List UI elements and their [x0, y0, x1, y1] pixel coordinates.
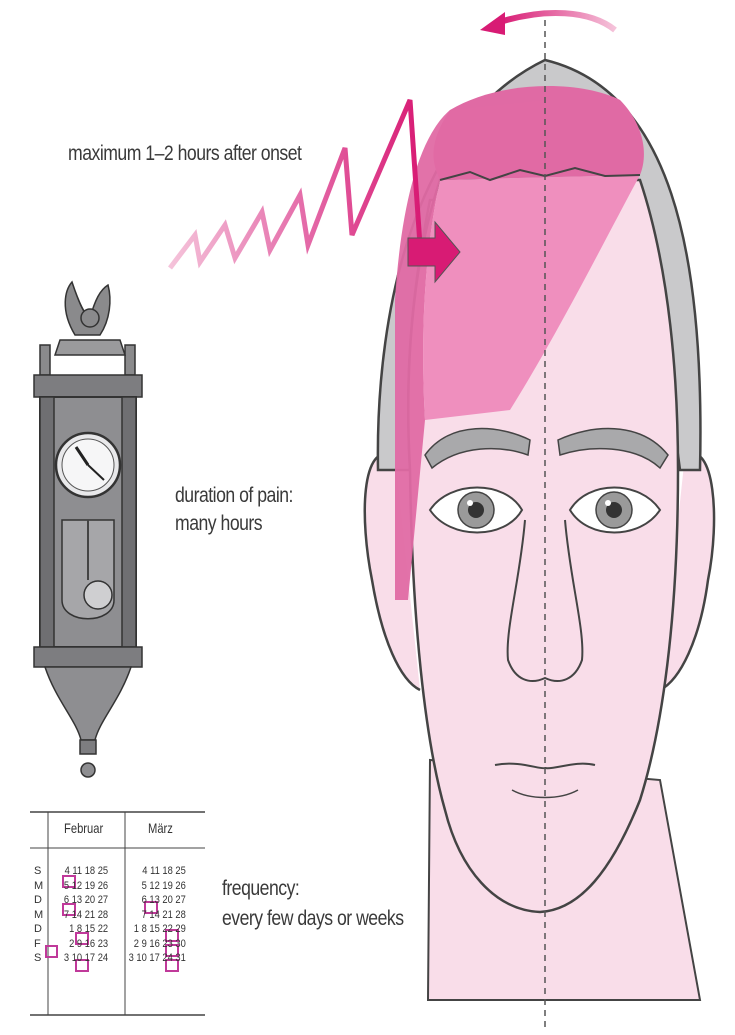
- calendar-row: 3 10 17 24 31: [128, 951, 186, 966]
- calendar-weekdays: S M D M D F S: [34, 864, 46, 966]
- calendar-row: 4 11 18 25: [52, 864, 108, 879]
- weekday-label: F: [34, 937, 46, 952]
- calendar-row: 6 13 20 27: [128, 893, 186, 908]
- duration-label-line2: many hours: [175, 510, 293, 538]
- weekday-label: D: [34, 922, 46, 937]
- calendar-row: 2 9 16 23: [52, 937, 108, 952]
- frequency-label-line1: frequency:: [222, 874, 404, 904]
- lightning-arrow-icon: [170, 100, 420, 268]
- weekday-label: S: [34, 864, 46, 879]
- calendar-month1: Februar: [64, 820, 103, 836]
- curved-arrow-icon: [500, 13, 615, 30]
- duration-label: duration of pain: many hours: [175, 482, 293, 538]
- onset-label: maximum 1–2 hours after onset: [68, 142, 301, 166]
- frequency-label: frequency: every few days or weeks: [222, 874, 404, 934]
- calendar-row: 4 11 18 25: [128, 864, 186, 879]
- calendar-row: 1 8 15 22: [52, 922, 108, 937]
- calendar-row: 5 12 19 26: [128, 879, 186, 894]
- calendar-row: 1 8 15 22 29: [128, 922, 186, 937]
- weekday-label: D: [34, 893, 46, 908]
- duration-label-line1: duration of pain:: [175, 482, 293, 510]
- frequency-label-line2: every few days or weeks: [222, 904, 404, 934]
- calendar-row: 3 10 17 24: [52, 951, 108, 966]
- calendar-row: 6 13 20 27: [52, 893, 108, 908]
- weekday-label: M: [34, 908, 46, 923]
- calendar-month2: März: [148, 820, 173, 836]
- calendar-row: 2 9 16 23 30: [128, 937, 186, 952]
- calendar-row: 7 14 21 28: [52, 908, 108, 923]
- calendar-month1-days: 4 11 18 25 5 12 19 26 6 13 20 27 7 14 21…: [52, 864, 108, 966]
- calendar-month2-days: 4 11 18 25 5 12 19 26 6 13 20 27 7 14 21…: [128, 864, 186, 966]
- calendar-row: 7 14 21 28: [128, 908, 186, 923]
- weekday-label: M: [34, 879, 46, 894]
- calendar-row: 5 12 19 26: [52, 879, 108, 894]
- weekday-label: S: [34, 951, 46, 966]
- pendulum-clock-icon: [34, 282, 142, 777]
